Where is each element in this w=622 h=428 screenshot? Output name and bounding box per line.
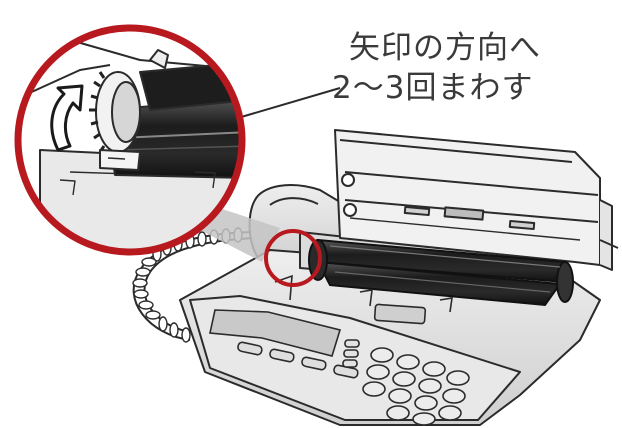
control-panel: [209, 309, 470, 426]
nav-buttons: [342, 339, 360, 368]
lcd-display: [209, 309, 342, 357]
rotate-arrow-icon: [50, 84, 84, 152]
caption-line-2: 2～3回まわす: [332, 70, 534, 106]
instruction-caption: 矢印の方向へ 2～3回まわす: [332, 28, 617, 108]
zoom-ring: [14, 24, 246, 256]
target-ring: [264, 229, 322, 287]
gear-icon: [89, 71, 141, 153]
function-buttons: [237, 341, 359, 379]
callout-beam: [196, 205, 280, 262]
interior-details: [274, 274, 453, 325]
open-cover: [334, 129, 619, 271]
caption-line-1: 矢印の方向へ: [349, 30, 541, 66]
dial-keypad: [362, 347, 470, 426]
